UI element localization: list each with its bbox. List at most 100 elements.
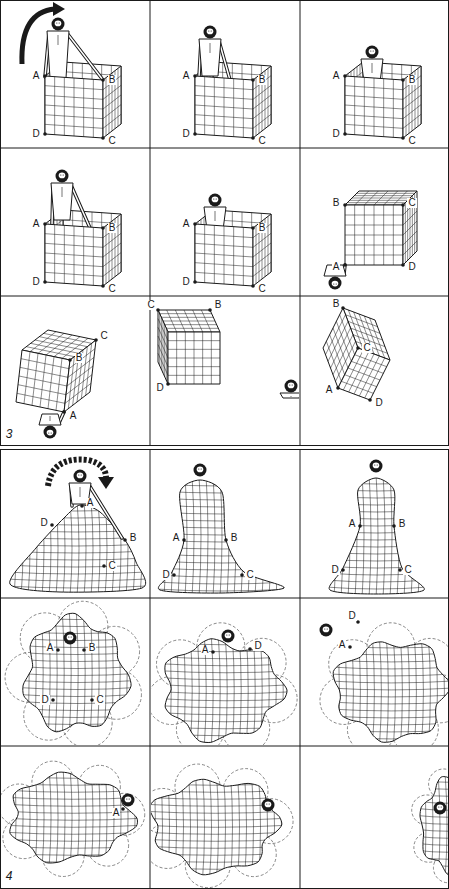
grid-line bbox=[18, 695, 136, 697]
arm bbox=[67, 33, 103, 80]
corner-letter: D bbox=[347, 611, 356, 621]
grid-line bbox=[325, 510, 429, 512]
grid-line bbox=[331, 328, 351, 368]
grid-line bbox=[83, 79, 84, 137]
head-face bbox=[77, 473, 84, 479]
grid-line bbox=[70, 767, 72, 867]
grid-line bbox=[273, 774, 275, 879]
head-hair bbox=[44, 426, 57, 439]
eye bbox=[216, 198, 217, 199]
grid-line bbox=[393, 637, 395, 745]
grid-line bbox=[351, 328, 383, 340]
grid-line bbox=[325, 566, 429, 568]
sheet-grid bbox=[1, 762, 142, 869]
grid-line bbox=[160, 692, 292, 694]
eye bbox=[201, 468, 202, 469]
head-hair bbox=[366, 46, 379, 59]
grid-line bbox=[290, 475, 292, 597]
corner-letter: C bbox=[257, 284, 266, 294]
grid-line bbox=[195, 263, 253, 267]
corner-dot bbox=[43, 132, 47, 136]
grid-line bbox=[155, 561, 289, 563]
corner-dot bbox=[343, 263, 347, 267]
grid-line bbox=[151, 867, 287, 869]
corner-letter: D bbox=[374, 398, 383, 408]
grid-line bbox=[354, 195, 412, 196]
grid-line bbox=[83, 227, 84, 285]
grid-line bbox=[163, 321, 215, 322]
grid-line bbox=[56, 500, 58, 597]
grid-line bbox=[5, 811, 142, 813]
grid-line bbox=[1, 767, 2, 867]
grid-line bbox=[140, 500, 142, 597]
eye bbox=[327, 628, 328, 629]
panel-number: 3 bbox=[5, 428, 14, 440]
sheet-fill bbox=[10, 772, 138, 863]
grid-line bbox=[5, 839, 142, 841]
grid-line bbox=[328, 702, 448, 704]
grid-line bbox=[341, 381, 373, 393]
sheet-grid bbox=[1, 495, 149, 597]
corner-dot bbox=[211, 650, 215, 654]
grid-line bbox=[151, 811, 287, 813]
grid-line bbox=[155, 498, 289, 500]
grid-line bbox=[415, 864, 448, 866]
sheet-grid bbox=[155, 629, 297, 745]
corner-letter: A bbox=[32, 219, 41, 229]
grid-line bbox=[417, 771, 419, 880]
grid-line bbox=[175, 774, 177, 879]
grid-line bbox=[345, 115, 403, 119]
grid-line bbox=[400, 637, 402, 745]
grid-line bbox=[407, 637, 409, 745]
grid-line bbox=[206, 475, 208, 597]
grid-line bbox=[337, 637, 339, 745]
grid-line bbox=[211, 332, 212, 384]
corner-dot bbox=[358, 524, 362, 528]
grid-line bbox=[160, 657, 292, 659]
body-detail bbox=[372, 63, 373, 73]
grid-line bbox=[5, 846, 142, 848]
corner-letter: D bbox=[161, 570, 170, 580]
corner-letter: C bbox=[362, 343, 371, 353]
grid-line bbox=[18, 604, 136, 606]
grid-line bbox=[328, 321, 348, 361]
eye bbox=[370, 50, 371, 51]
grid-line bbox=[155, 526, 289, 528]
corner-letter: B bbox=[108, 223, 117, 233]
cube-face bbox=[253, 66, 271, 138]
corner-letter: A bbox=[46, 643, 55, 653]
grid-line bbox=[160, 741, 292, 743]
grid-line bbox=[414, 637, 416, 745]
grid-line bbox=[103, 262, 121, 276]
grid-line bbox=[410, 771, 412, 880]
eye bbox=[208, 30, 209, 31]
grid-line bbox=[341, 473, 343, 597]
eye bbox=[438, 806, 439, 807]
corner-letter: C bbox=[146, 300, 155, 310]
sheet-outline bbox=[420, 776, 448, 875]
eye bbox=[63, 174, 64, 175]
grid-line bbox=[325, 580, 429, 582]
corner-dot bbox=[80, 504, 84, 508]
head-face bbox=[437, 805, 444, 811]
cell-divider bbox=[1, 598, 449, 599]
grid-line bbox=[232, 634, 234, 745]
grid-line bbox=[383, 473, 385, 597]
grid-line bbox=[98, 767, 100, 867]
grid-line bbox=[199, 475, 201, 597]
grid-line bbox=[195, 105, 253, 109]
corner-dot bbox=[401, 78, 405, 82]
grid-line bbox=[225, 634, 227, 745]
grid-line bbox=[320, 473, 322, 597]
grid-line bbox=[185, 475, 187, 597]
sheet-outline bbox=[158, 480, 284, 593]
grid-line bbox=[269, 475, 271, 597]
corner-letter: A bbox=[348, 519, 357, 529]
cube-face bbox=[345, 76, 403, 138]
grid-line bbox=[18, 653, 136, 655]
body-detail bbox=[58, 35, 59, 45]
grid-line bbox=[93, 79, 94, 137]
corner-letter: A bbox=[86, 498, 95, 508]
corner-letter: A bbox=[201, 645, 210, 655]
